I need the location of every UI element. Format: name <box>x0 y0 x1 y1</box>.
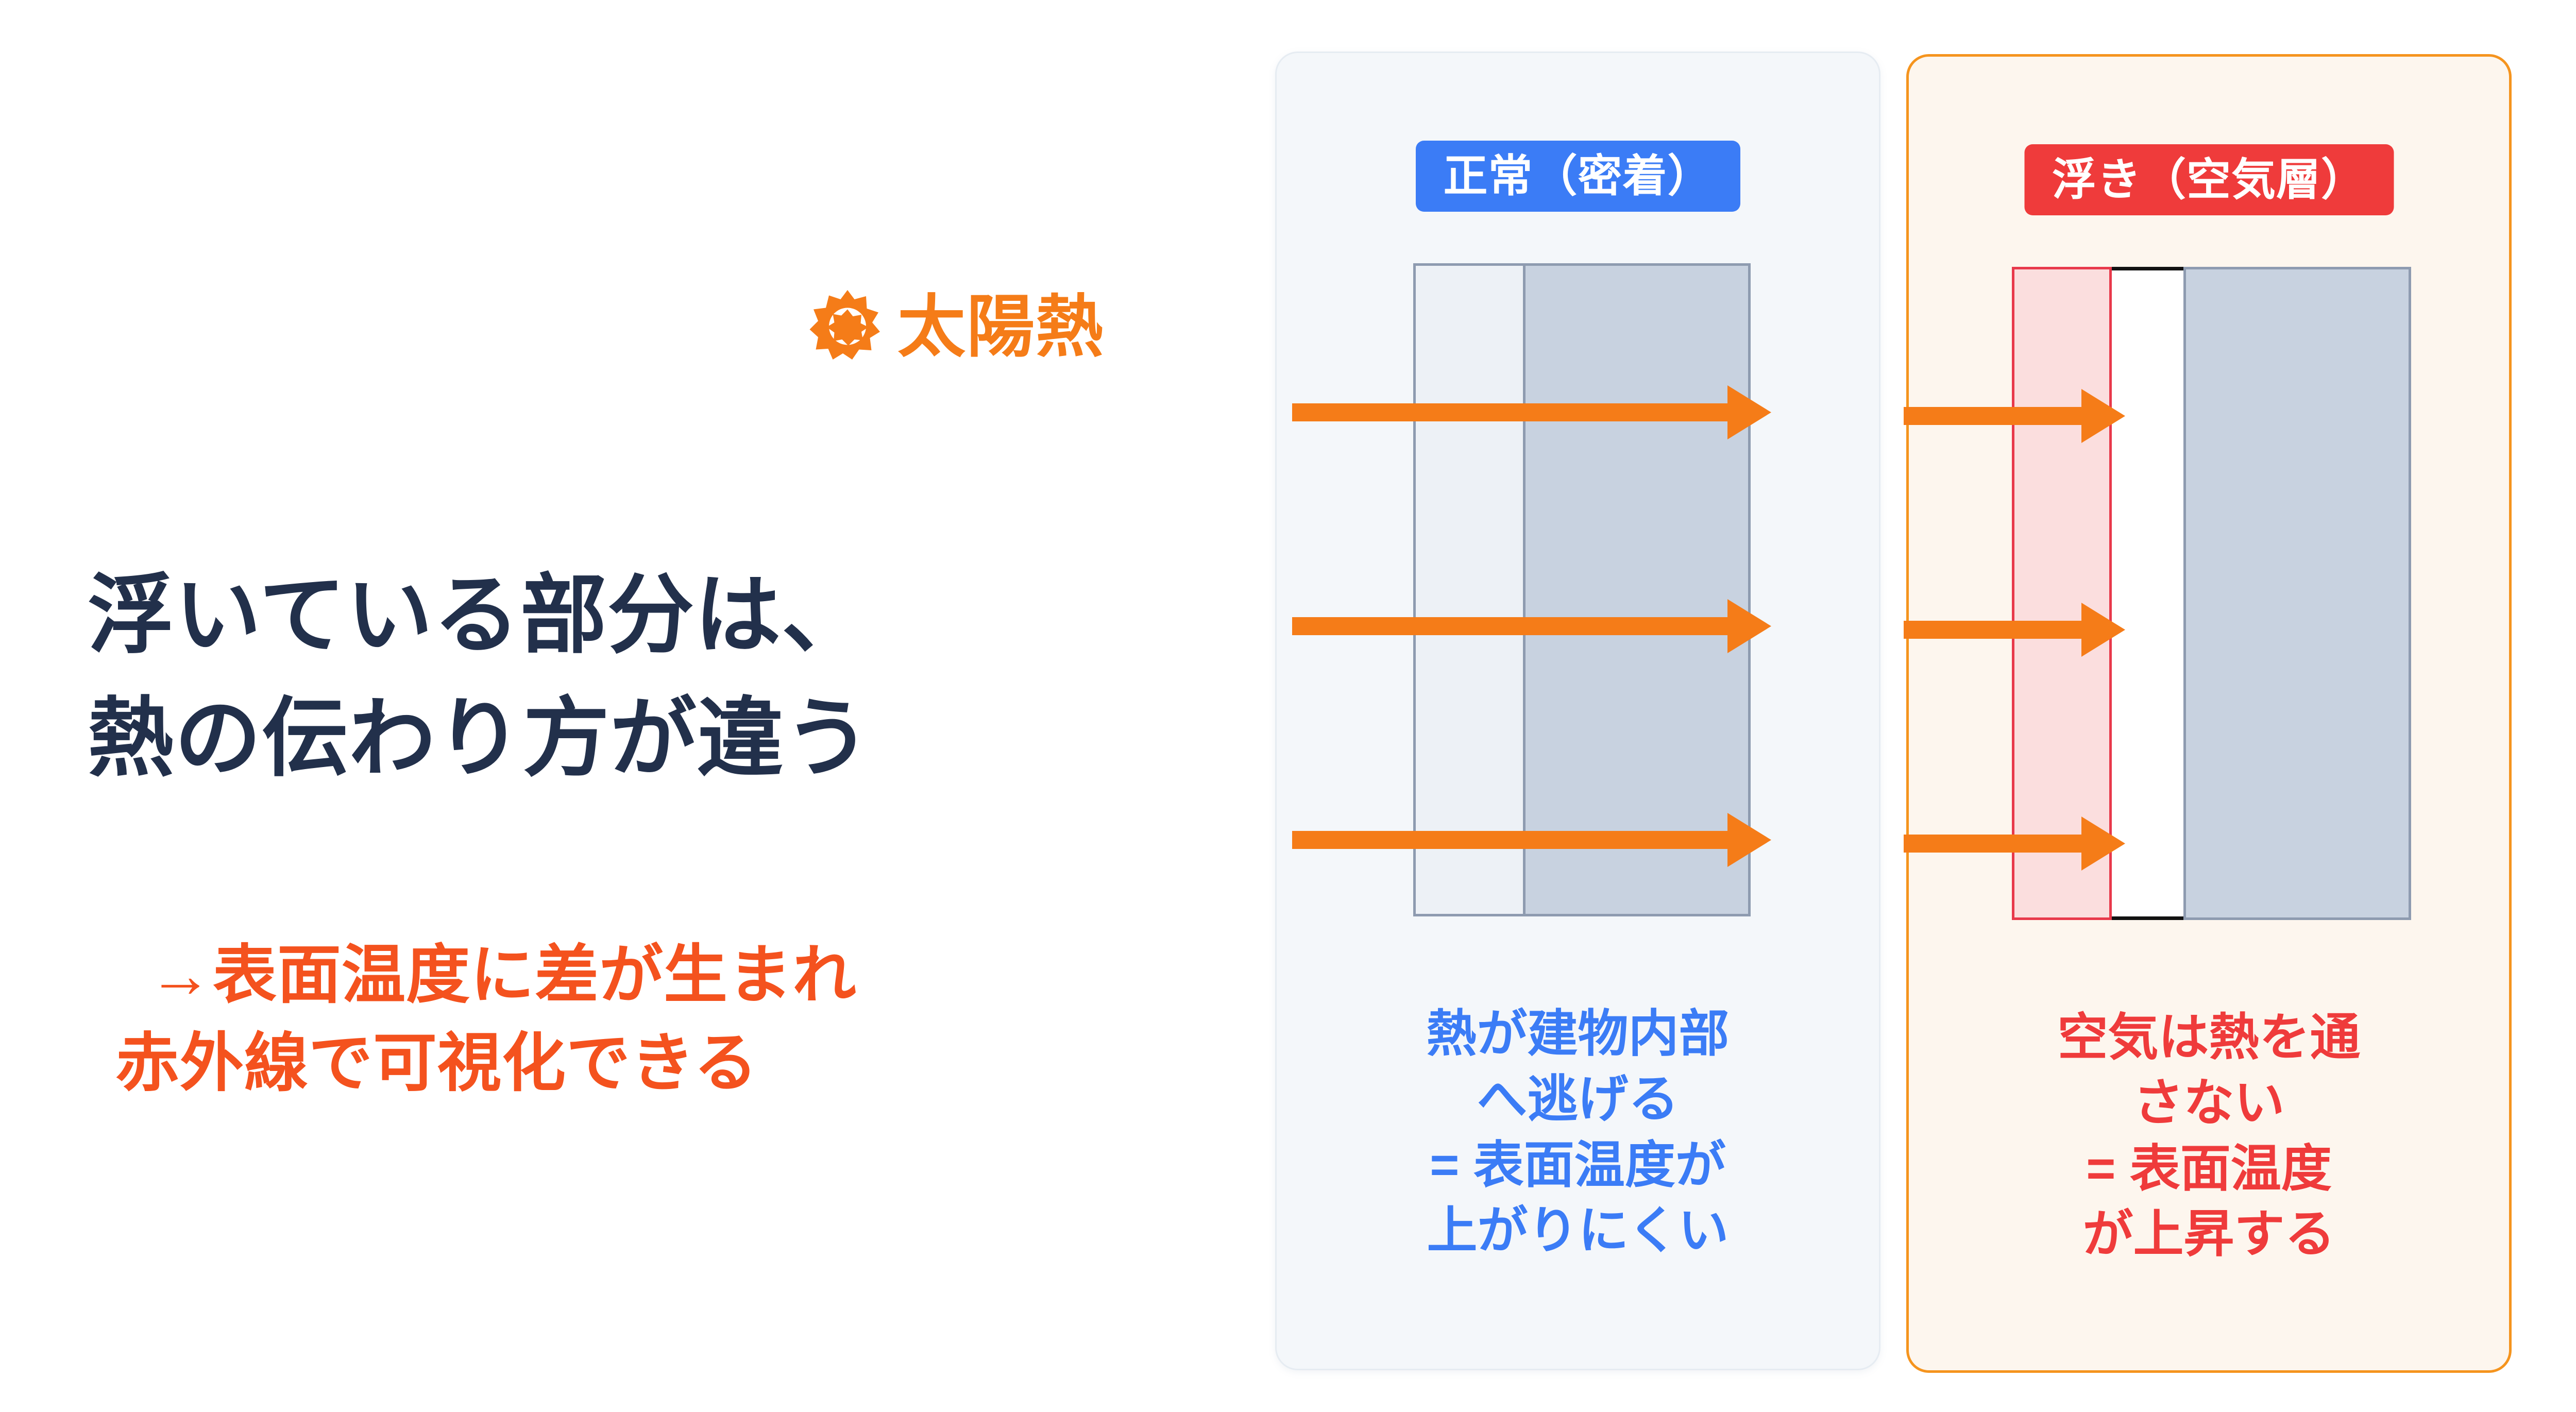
sun-icon <box>809 290 880 360</box>
subheadline-line-1: →表面温度に差が生まれ <box>148 940 857 1011</box>
caption-normal: 熱が建物内部 へ逃げる = 表面温度が 上がりにくい <box>1277 1001 1879 1264</box>
layer-tile-float <box>2012 267 2112 920</box>
headline-line-1: 浮いている部分は、 <box>88 567 869 664</box>
heat-arrow-2-normal <box>1292 599 1771 653</box>
caption-float-line-4: が上昇する <box>2082 1205 2335 1263</box>
caption-float-line-1: 空気は熱を通 <box>2057 1009 2361 1065</box>
layer-concrete-normal <box>1525 266 1748 914</box>
headline: 浮いている部分は、 熱の伝わり方が違う <box>88 554 1211 799</box>
heat-arrow-1-normal <box>1292 385 1771 439</box>
caption-normal-line-2: へ逃げる <box>1477 1070 1679 1128</box>
badge-float: 浮き（空気層） <box>2024 144 2394 215</box>
caption-float-line-2: さない <box>2133 1074 2285 1131</box>
layer-tile-normal <box>1416 266 1526 914</box>
wall-cross-section-normal <box>1413 263 1751 916</box>
caption-normal-line-1: 熱が建物内部 <box>1426 1005 1730 1062</box>
heat-arrow-3-normal <box>1292 813 1771 867</box>
caption-float: 空気は熱を通 さない = 表面温度 が上昇する <box>1909 1005 2509 1267</box>
headline-line-2: 熱の伝わり方が違う <box>88 689 871 787</box>
heat-arrow-1-float <box>1904 389 2125 443</box>
wall-cross-section-float <box>2012 267 2411 920</box>
layer-concrete-float <box>2183 267 2411 920</box>
layer-air-gap-float <box>2111 267 2184 920</box>
explainer-text-column: 太陽熱 浮いている部分は、 熱の伝わり方が違う →表面温度に差が生まれ 赤外線で… <box>0 0 1236 1412</box>
caption-float-line-3: = 表面温度 <box>2086 1139 2332 1197</box>
badge-normal: 正常（密着） <box>1415 141 1740 212</box>
heat-arrow-2-float <box>1904 603 2125 657</box>
solar-heat-label-group: 太陽熱 <box>809 288 1105 366</box>
heat-arrow-3-float <box>1904 816 2125 871</box>
subheadline: →表面温度に差が生まれ 赤外線で可視化できる <box>93 931 1216 1108</box>
caption-normal-line-3: = 表面温度が <box>1430 1136 1726 1193</box>
subheadline-line-2: 赤外線で可視化できる <box>115 1028 758 1099</box>
solar-heat-label: 太陽熱 <box>897 289 1105 365</box>
panel-floating-air-layer: 浮き（空気層） 空気は熱を通 さない = 表面温度 が上昇する <box>1904 54 2512 1373</box>
caption-normal-line-4: 上がりにくい <box>1427 1202 1729 1259</box>
panel-normal-adhesion: 正常（密着） 熱が建物内部 へ逃げる = 表面温度が 上がりにくい <box>1275 52 1880 1370</box>
